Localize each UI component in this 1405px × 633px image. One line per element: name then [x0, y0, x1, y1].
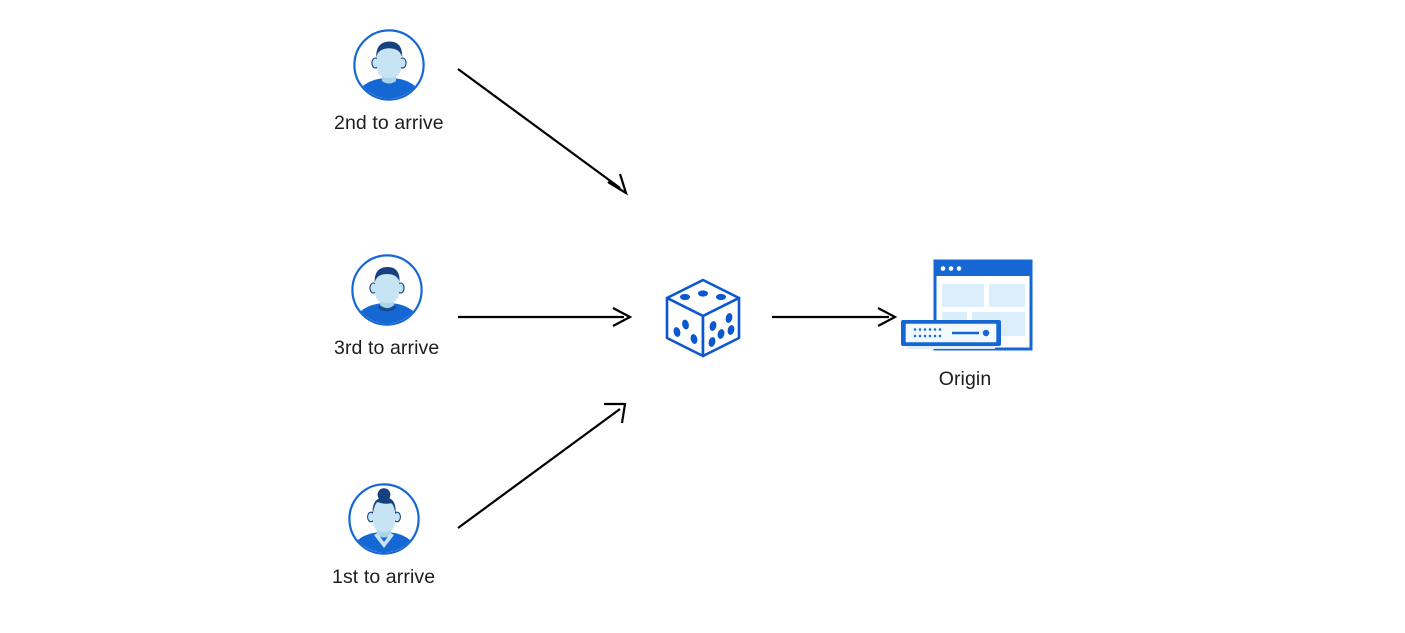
- router-device-icon: [901, 320, 1001, 349]
- node-randomizer[interactable]: [657, 272, 749, 364]
- dice-icon: [657, 272, 749, 364]
- user-avatar-icon: [347, 482, 421, 556]
- node-client-1st[interactable]: 1st to arrive: [332, 482, 435, 588]
- user-avatar-icon: [350, 253, 424, 327]
- node-client-3rd[interactable]: 3rd to arrive: [334, 253, 439, 359]
- node-label-origin: Origin: [938, 368, 992, 390]
- node-label-client-2nd: 2nd to arrive: [334, 112, 444, 134]
- node-origin[interactable]: Origin: [897, 258, 1033, 390]
- user-avatar-icon: [352, 28, 426, 102]
- edge-3rd-to-dice: [458, 307, 633, 327]
- node-label-client-3rd: 3rd to arrive: [334, 337, 440, 359]
- node-label-client-1st: 1st to arrive: [332, 566, 436, 588]
- origin-server-icon: [897, 258, 1033, 358]
- edge-dice-to-origin: [772, 307, 898, 327]
- edge-2nd-to-dice: [457, 68, 628, 196]
- node-client-2nd[interactable]: 2nd to arrive: [334, 28, 444, 134]
- edge-1st-to-dice: [457, 402, 627, 529]
